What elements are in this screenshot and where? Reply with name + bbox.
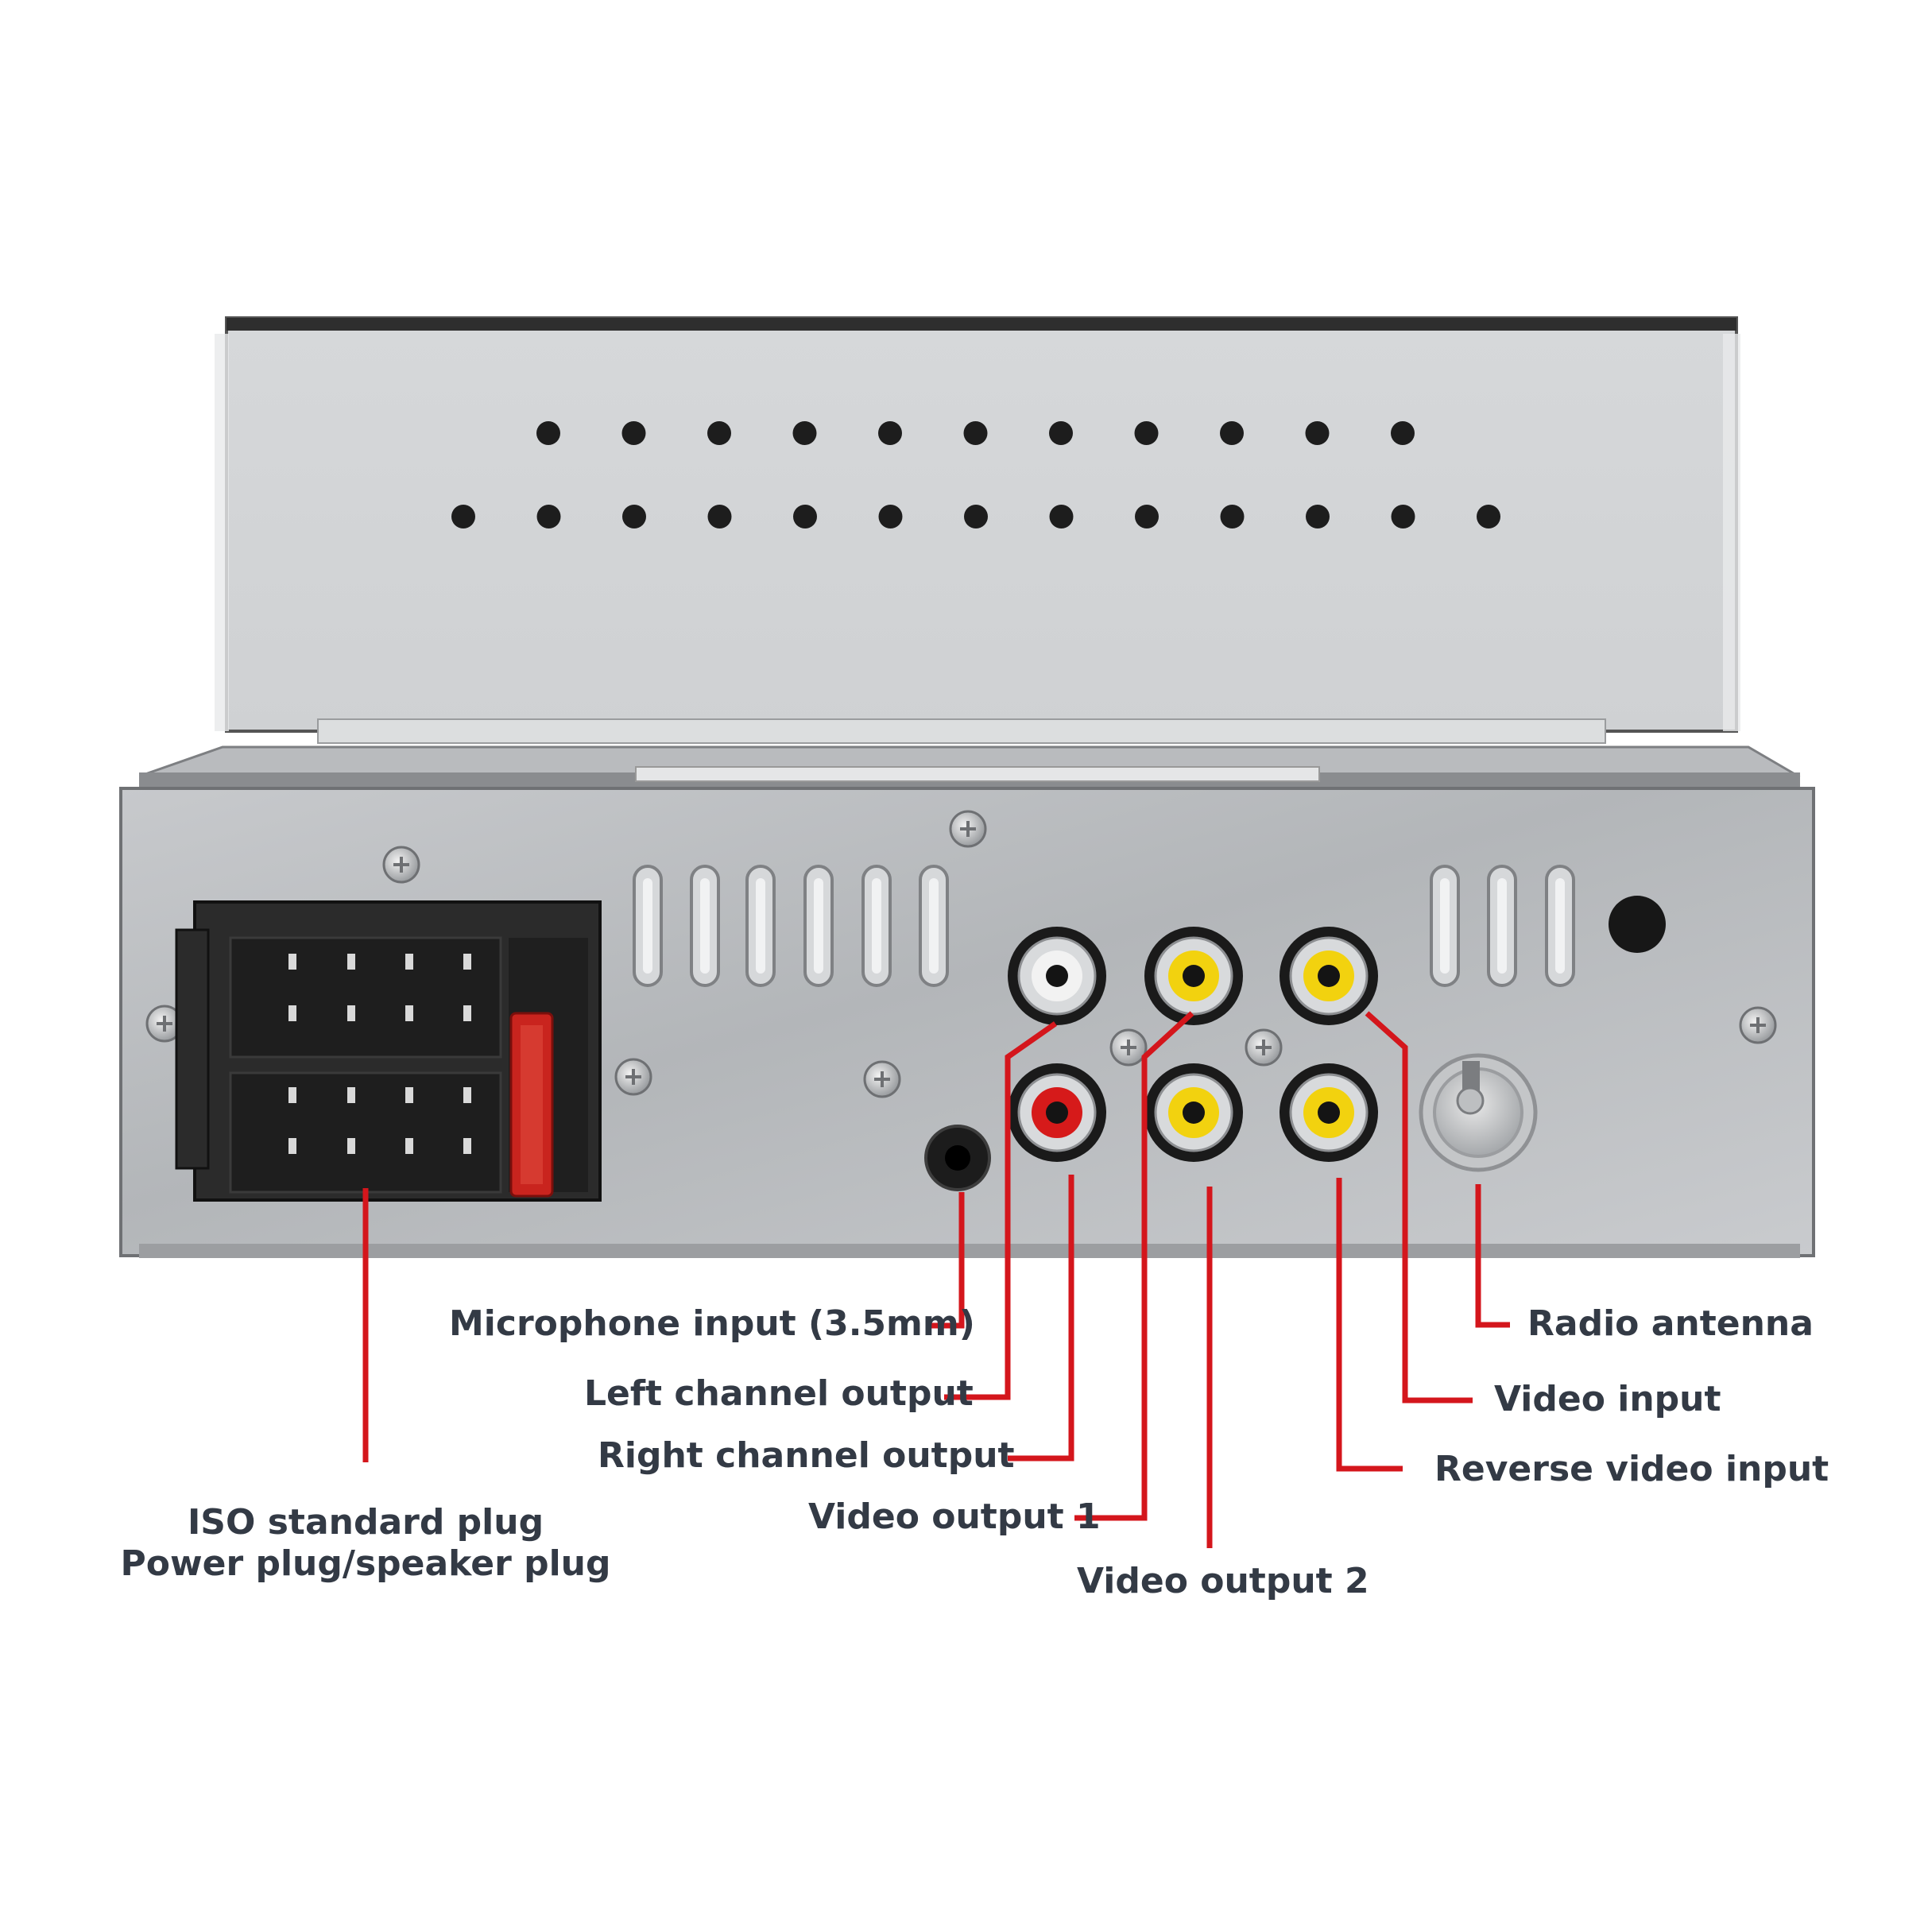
vent-hole bbox=[707, 505, 732, 528]
rca-left-channel-jack bbox=[1008, 927, 1106, 1025]
vent-hole bbox=[451, 505, 475, 528]
connector-pin bbox=[288, 954, 296, 970]
leader-lines bbox=[362, 1011, 1510, 1548]
vent-hole bbox=[1135, 505, 1159, 528]
label-iso-plug-line2: Power plug/speaker plug bbox=[120, 1543, 611, 1584]
leader-microphone bbox=[928, 1192, 965, 1329]
connector-pin bbox=[347, 954, 355, 970]
label-iso-plug-line1: ISO standard plug bbox=[187, 1502, 544, 1543]
vent-hole bbox=[621, 421, 646, 445]
rca-video-output-2-jack bbox=[1144, 1063, 1243, 1162]
vent-hole bbox=[1305, 421, 1330, 445]
vent-hole bbox=[707, 421, 731, 445]
rca-reverse-video-jack bbox=[1280, 1063, 1378, 1162]
vent-hole bbox=[622, 505, 646, 528]
connector-pin bbox=[405, 1087, 413, 1103]
cooling-slots bbox=[633, 865, 1575, 987]
vent-hole bbox=[1049, 505, 1074, 528]
vent-hole bbox=[1391, 421, 1415, 445]
connector-pin bbox=[405, 1138, 413, 1154]
leader-right-channel bbox=[1008, 1175, 1074, 1462]
connector-pin bbox=[288, 1005, 296, 1021]
label-radio-antenna: Radio antenna bbox=[1527, 1303, 1814, 1344]
rca-video-output-1-jack bbox=[1144, 927, 1243, 1025]
vent-hole bbox=[1134, 421, 1159, 445]
connector-pin bbox=[347, 1138, 355, 1154]
label-microphone-input: Microphone input (3.5mm) bbox=[449, 1303, 975, 1344]
leader-video-input bbox=[1365, 1011, 1473, 1404]
label-left-channel-output: Left channel output bbox=[584, 1373, 974, 1414]
vent-hole bbox=[878, 421, 902, 445]
label-right-channel-output: Right channel output bbox=[598, 1435, 1015, 1476]
antenna-socket bbox=[1419, 1053, 1538, 1172]
connector-pin bbox=[463, 1138, 471, 1154]
label-video-input: Video input bbox=[1494, 1379, 1721, 1419]
label-video-output-1: Video output 1 bbox=[808, 1496, 1101, 1537]
connector-pin bbox=[288, 1138, 296, 1154]
vent-hole bbox=[1391, 505, 1415, 528]
vent-hole bbox=[878, 505, 903, 528]
microphone-jack bbox=[924, 1125, 991, 1191]
label-iso-plug: ISO standard plug Power plug/speaker plu… bbox=[119, 1502, 612, 1585]
vent-hole bbox=[963, 421, 988, 445]
top-cover bbox=[215, 316, 1740, 744]
vent-hole bbox=[1306, 505, 1330, 528]
vent-hole bbox=[1049, 421, 1073, 445]
panel-screws bbox=[145, 810, 1777, 1098]
connector-pin bbox=[288, 1087, 296, 1103]
connector-pin bbox=[347, 1005, 355, 1021]
vent-hole bbox=[536, 505, 561, 528]
ventilation-holes bbox=[451, 421, 1500, 528]
vent-hole bbox=[1477, 505, 1500, 528]
vent-hole bbox=[793, 505, 817, 528]
leader-video-output-1 bbox=[1074, 1011, 1194, 1521]
mount-hole bbox=[1609, 896, 1666, 953]
connector-pin bbox=[463, 1087, 471, 1103]
rca-right-channel-jack bbox=[1008, 1063, 1106, 1162]
label-video-output-2: Video output 2 bbox=[1077, 1561, 1369, 1601]
connector-pin bbox=[405, 954, 413, 970]
vent-hole bbox=[1220, 421, 1244, 445]
chassis-lip bbox=[139, 745, 1801, 787]
leader-reverse-video bbox=[1336, 1178, 1403, 1472]
connector-pin bbox=[405, 1005, 413, 1021]
connector-pin bbox=[463, 954, 471, 970]
rca-video-input-jack bbox=[1280, 927, 1378, 1025]
leader-left-channel bbox=[944, 1021, 1058, 1400]
connector-pins bbox=[288, 954, 471, 1154]
connector-pin bbox=[347, 1087, 355, 1103]
vent-hole bbox=[1220, 505, 1245, 528]
label-reverse-video-input: Reverse video input bbox=[1434, 1449, 1829, 1489]
iso-connector bbox=[175, 900, 602, 1202]
connector-pin bbox=[463, 1005, 471, 1021]
vent-hole bbox=[536, 421, 560, 445]
vent-hole bbox=[964, 505, 988, 528]
rca-jacks bbox=[1008, 927, 1378, 1162]
vent-hole bbox=[792, 421, 817, 445]
leader-radio-antenna bbox=[1475, 1184, 1510, 1328]
